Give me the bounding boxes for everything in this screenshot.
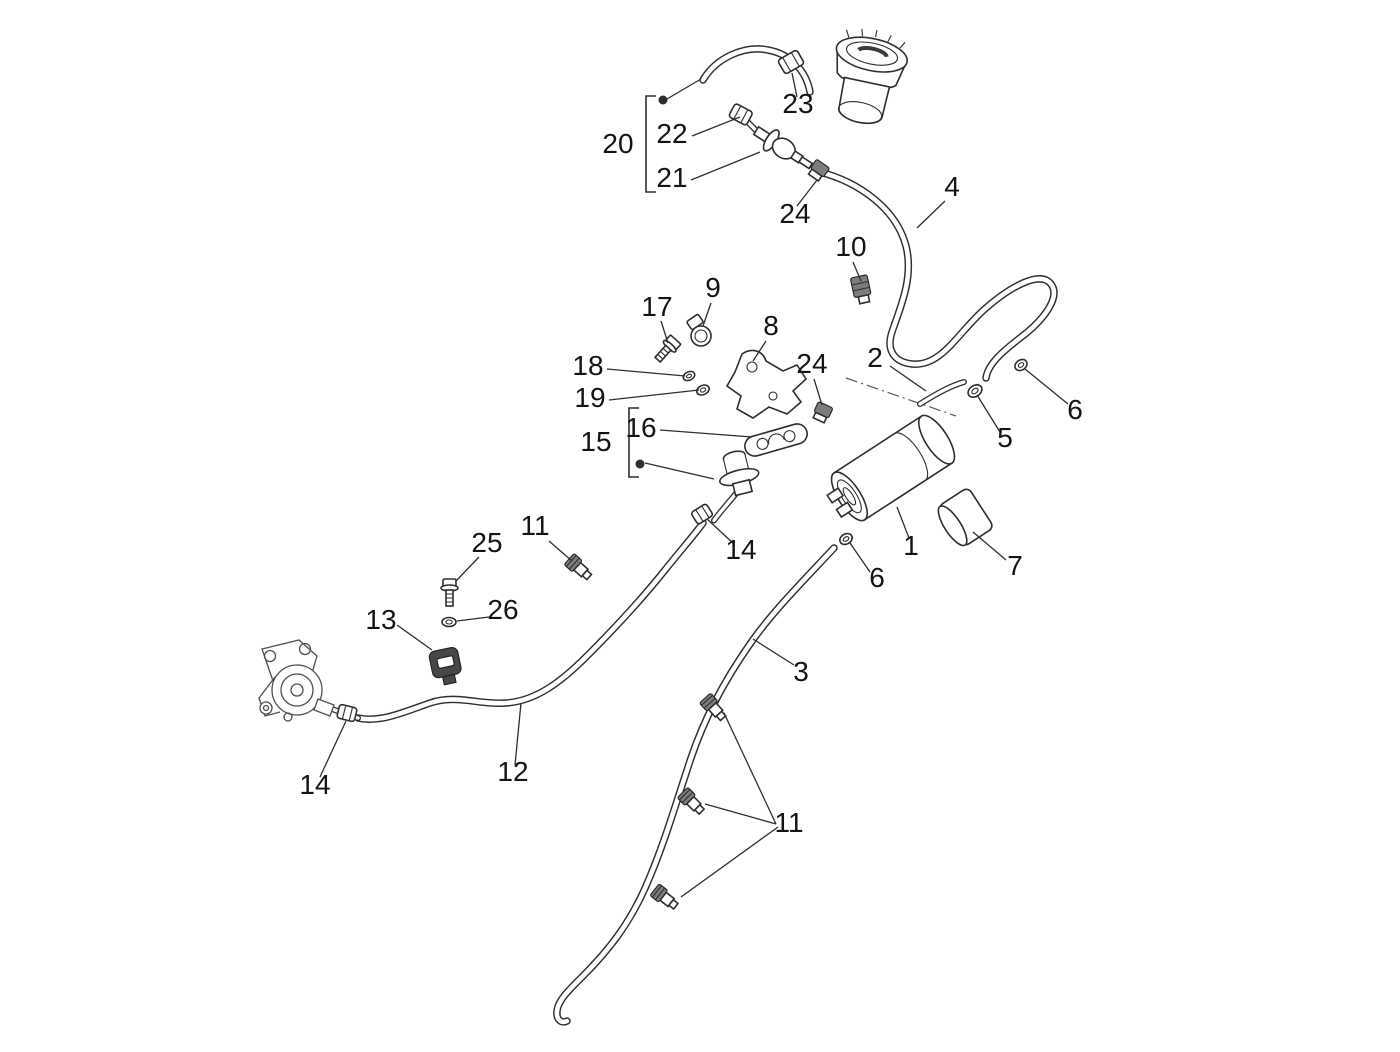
clamp-14a [690, 503, 714, 525]
callout-2: 2 [867, 342, 883, 373]
callout-8: 8 [763, 310, 779, 341]
pump-cover-7 [937, 488, 993, 547]
callout-16: 16 [625, 412, 656, 443]
callout-12: 12 [497, 756, 528, 787]
group-bracket-15 [628, 407, 639, 478]
group-dot-15 [635, 459, 645, 469]
fuel-hose-12 [354, 519, 707, 723]
callout-19: 19 [574, 382, 605, 413]
clamp-14b [336, 703, 358, 723]
callout-11b: 11 [774, 807, 803, 838]
callout-18: 18 [572, 350, 603, 381]
callout-22: 22 [656, 118, 687, 149]
seal-ring-6b [839, 532, 853, 546]
clamp-24a [807, 159, 830, 183]
callout-17: 17 [641, 291, 672, 322]
callout-10: 10 [835, 231, 866, 262]
seal-ring-6a [1014, 358, 1028, 372]
callout-3: 3 [793, 656, 809, 687]
hose-clamp-9 [686, 313, 712, 347]
clamp-16 [744, 423, 808, 457]
fuel-valve-15 [711, 450, 760, 524]
callout-6b: 6 [869, 562, 885, 593]
fuel-filler-cap [835, 28, 908, 125]
callout-9: 9 [705, 272, 721, 303]
callout-15: 15 [580, 426, 611, 457]
bracket-8 [725, 349, 808, 419]
washer-26 [441, 616, 457, 628]
screw-25 [440, 578, 459, 607]
callout-4: 4 [944, 171, 960, 202]
callout-25: 25 [471, 527, 502, 558]
washer-19 [695, 384, 711, 396]
group-dot-20 [658, 95, 668, 105]
callout-6a: 6 [1067, 394, 1083, 425]
connector-10 [850, 274, 872, 305]
screw-17 [653, 334, 682, 364]
callout-24a: 24 [779, 198, 810, 229]
callout-23: 23 [782, 88, 813, 119]
check-valve-21 [752, 125, 814, 170]
hose-fitting-11d [649, 882, 682, 913]
callout-13: 13 [365, 604, 396, 635]
clamp-24b [812, 401, 833, 424]
group-bracket-20 [645, 95, 656, 193]
callout-14a: 14 [725, 534, 756, 565]
callout-11a: 11 [520, 510, 549, 541]
callout-7: 7 [1007, 550, 1023, 581]
callout-14b: 14 [299, 769, 330, 800]
clip-13 [428, 646, 462, 686]
washer-18 [682, 370, 696, 382]
callout-21: 21 [656, 162, 687, 193]
throttle-body [258, 639, 335, 722]
callout-24b: 24 [796, 348, 827, 379]
hose-clamp-23 [777, 49, 805, 75]
callout-1: 1 [903, 530, 919, 561]
fuel-hose-3 [553, 544, 838, 1026]
vent-hose-20 [699, 45, 814, 96]
callout-26: 26 [487, 594, 518, 625]
fuel-hose-4 [816, 168, 1058, 382]
seal-ring-5 [967, 383, 983, 399]
fuel-hose-2 [917, 379, 967, 407]
callout-20: 20 [602, 128, 633, 159]
callout-5: 5 [997, 422, 1013, 453]
assembly-axis-line [845, 377, 957, 417]
fuel-pump-1 [826, 414, 956, 522]
leader-lines [319, 72, 1069, 898]
